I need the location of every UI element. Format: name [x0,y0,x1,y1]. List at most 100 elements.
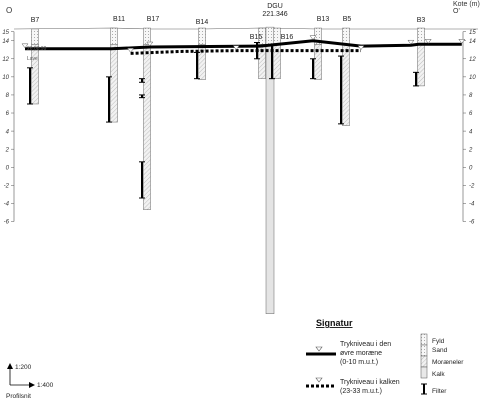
lith-sand-label: Sand [432,347,448,354]
well-column [417,44,425,87]
well-fill-section [273,27,281,45]
pressure-line-chalk [130,49,361,55]
well-fill-section [31,28,39,45]
legend-chalk-line1: Trykniveau i kalken [340,379,400,386]
y-tick-label: 4 [469,129,473,135]
water-level-marker [458,39,466,44]
y-tick-label: -2 [4,184,10,190]
well-label: B16 [281,34,294,41]
y-tick-label: -2 [469,184,475,190]
scale-caption: Profilsnit [6,393,31,400]
well-column [314,44,322,80]
well-label: DGU [267,3,283,10]
legend-title: Signatur [316,318,353,328]
y-tick-label: 4 [6,129,10,135]
y-tick-label: 14 [2,39,9,45]
water-level-marker [232,45,240,51]
water-level-marker [357,45,365,51]
well-b13: B13 [310,16,329,80]
well-column [31,44,39,105]
y-tick-label: 8 [469,93,473,99]
well-fill-section [417,27,425,45]
lith-moraeneler-label: Moræneler [432,359,464,366]
well-label: B11 [113,16,125,23]
lith-kalk-label: Kalk [432,371,445,378]
well-b5: B5 [338,16,351,126]
y-tick-label: 12 [2,57,9,63]
y-tick-label: -6 [4,220,10,226]
y-tick-label: 6 [469,111,473,117]
y-tick-label: -6 [469,220,475,226]
well-label: B5 [343,16,352,23]
ground-surface-line [13,27,478,30]
scale-indicator: 1:200 1:400 Profilsnit [6,363,54,400]
well-label: B3 [417,17,426,24]
y-tick-label: -4 [469,202,475,208]
lith-fyld-label: Fyld [432,338,445,345]
well-fill-section [198,27,206,45]
water-level-marker [407,39,415,45]
well-note-date: 26.08.99 [27,46,47,52]
water-level-marker [146,41,154,47]
lith-sand-swatch [420,344,428,357]
pressure-line-upper-moraine [25,39,462,51]
legend-triangle-chalk [315,377,323,383]
scale-vertical-arrowhead [7,363,13,369]
legend-triangle-upper [315,346,323,352]
well-fill-section [342,27,350,45]
well-b14: B14 [194,19,208,80]
well-label: 221.346 [262,11,287,18]
well-b7: B7 [27,17,40,105]
well-b17: B17 [139,16,159,210]
y-tick-label: 0 [6,165,10,171]
y-tick-label: 0 [469,165,473,171]
y-tick-label: 8 [6,93,10,99]
well-fill-section [110,27,118,45]
well-column [265,44,275,314]
y-tick-label: -4 [4,202,10,208]
y-unit-label: Kote (m) [453,1,480,8]
water-level-marker [424,39,432,44]
well-label: B15 [250,34,263,41]
y-tick-label: 15 [2,30,9,36]
legend-upper-line3: (0-10 m.u.t.) [340,359,378,366]
legend-chalk-line2: (23-33 m.u.t.) [340,388,382,395]
scale-horizontal-arrowhead [29,382,35,388]
water-level-marker [309,35,317,41]
water-level-marker [21,43,29,49]
well-note-low: Lave [27,56,38,62]
well-label: B17 [147,16,160,23]
lith-moraeneler-swatch [420,355,428,368]
y-tick-label: 14 [469,39,476,45]
corner-left-label: O [6,6,12,15]
well-b11: B11 [106,16,125,123]
well-fill-section [265,26,275,45]
well-label: B13 [317,16,330,23]
legend-upper-line2: øvre moræne [340,350,382,357]
well-column [110,44,118,123]
legend: Signatur Trykniveau i den øvre moræne (0… [306,318,464,395]
lith-kalk-swatch [420,366,428,379]
y-tick-label: 15 [469,30,476,36]
well-label: B14 [196,19,209,26]
well-b15: B15 [250,27,266,79]
lith-fyld-swatch [420,333,428,346]
well-column [198,44,206,80]
filter-label: Filter [432,388,447,395]
well-label: B7 [31,17,40,24]
y-tick-label: 12 [469,57,476,63]
scale-horizontal-label: 1:400 [37,382,54,389]
corner-right-label: O' [453,8,460,15]
scale-vertical-label: 1:200 [15,364,32,371]
y-tick-label: 2 [5,147,10,153]
well-b3: B3 [413,17,426,87]
well-column [143,44,151,210]
y-tick-label: 10 [2,75,9,81]
y-tick-label: 10 [469,75,476,81]
water-level-marker [127,48,135,53]
well-column [258,44,266,79]
pressure-lines [21,35,466,55]
